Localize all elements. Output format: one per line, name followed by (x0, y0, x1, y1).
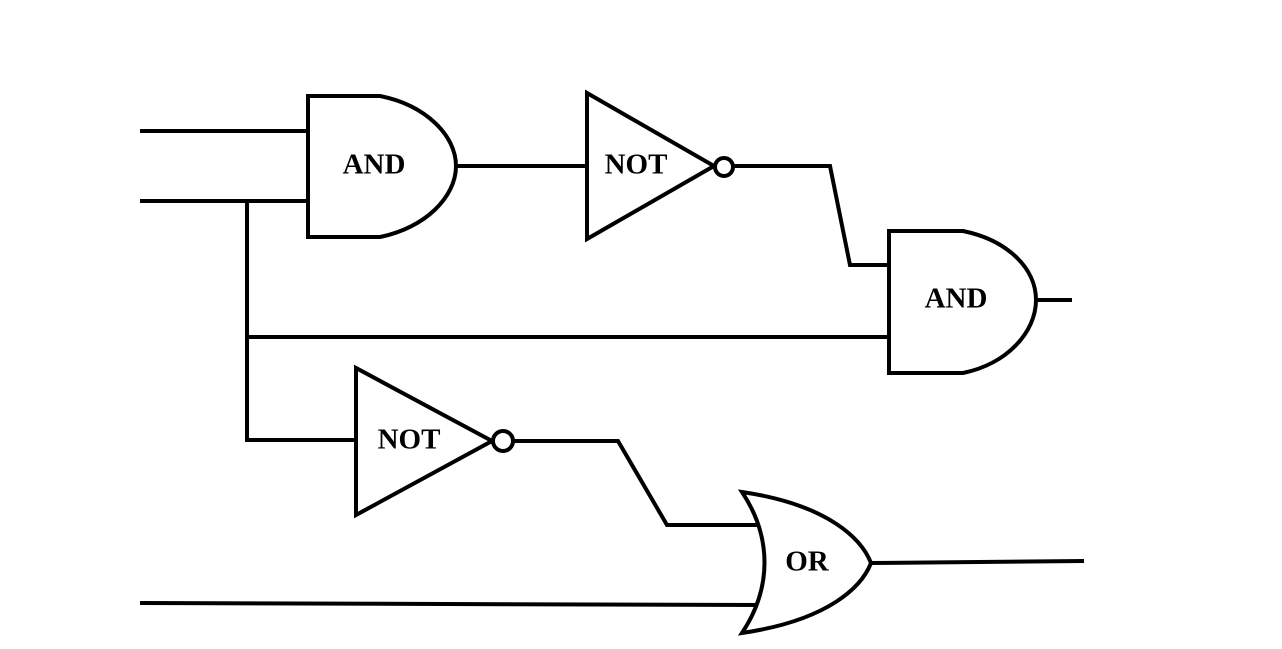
or-gate-bottom: OR (737, 489, 874, 636)
and-gate-top: AND (306, 94, 459, 239)
or-gate-bottom-label: OR (785, 546, 830, 578)
and-gate-right: AND (887, 229, 1039, 375)
not-gate-bottom-body (354, 364, 497, 519)
or-gate-bottom-body (737, 489, 874, 636)
wire-input-3 (139, 600, 761, 608)
not-gate-top-bubble (713, 156, 735, 178)
not-gate-top-body (585, 89, 719, 243)
not-gate-top: NOT (585, 89, 735, 243)
wire-or-output (868, 558, 1085, 566)
not-gate-top-label: NOT (605, 149, 668, 181)
wire-not-top-to-and-right (732, 164, 891, 267)
and-gate-right-label: AND (925, 283, 988, 315)
not-gate-bottom: NOT (354, 364, 515, 519)
not-gate-bottom-label: NOT (378, 424, 441, 456)
wire-not-bottom-to-or (512, 439, 757, 527)
not-gate-bottom-bubble (491, 429, 515, 453)
and-gate-top-label: AND (343, 149, 406, 181)
and-gate-right-body (887, 229, 1039, 375)
and-gate-top-body (306, 94, 459, 239)
wires (139, 129, 1085, 608)
